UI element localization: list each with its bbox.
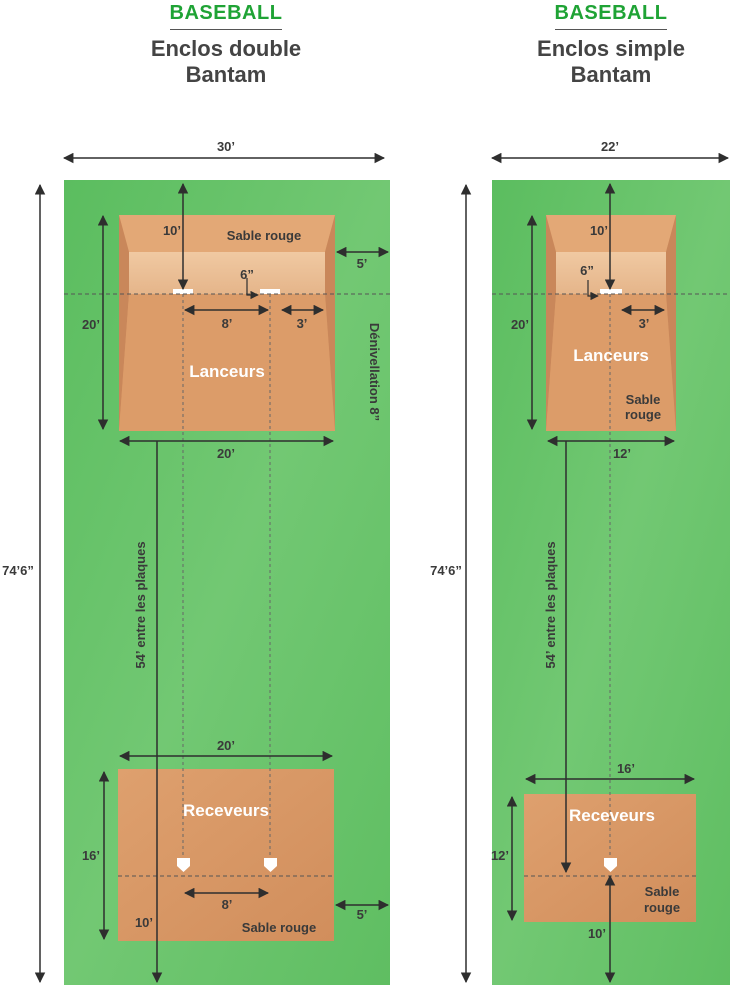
left-home-plate-2	[264, 858, 277, 872]
right-width-label: 22’	[601, 139, 619, 154]
left-catcher-side-label: 16’	[82, 848, 100, 863]
left-category: BASEBALL	[169, 2, 283, 30]
right-length-label: 74’6”	[430, 563, 462, 578]
right-pitcher-mound	[546, 215, 676, 431]
left-catcher-zone-label: Receveurs	[183, 801, 269, 820]
left-mound-left-bevel	[119, 215, 129, 431]
left-sand-label: Sable rouge	[227, 228, 301, 243]
right-mound-right-bevel	[666, 215, 676, 431]
right-home-plate	[604, 858, 617, 872]
right-10-label: 10’	[590, 223, 608, 238]
left-catcher-8-label: 8’	[222, 897, 233, 912]
right-category: BASEBALL	[554, 2, 668, 30]
right-header: BASEBALL Enclos simple Bantam	[506, 2, 716, 88]
left-pitcher-mound	[119, 215, 335, 431]
left-catcher-sand-label: Sable rouge	[242, 920, 316, 935]
right-54-label: 54’ entre les plaques	[543, 541, 558, 668]
right-catcher-width-label: 16’	[617, 761, 635, 776]
left-catcher-width-label: 20’	[217, 738, 235, 753]
right-pitcher-sand-2: rouge	[625, 407, 661, 422]
left-slope-label: Dénivellation 8”	[367, 323, 382, 421]
left-mound-plateau	[129, 252, 325, 294]
left-54-label: 54’ entre les plaques	[133, 541, 148, 668]
left-title-line2: Bantam	[185, 62, 267, 87]
right-6in-leader	[587, 280, 599, 301]
left-8-label: 8’	[222, 316, 233, 331]
right-rubber	[600, 289, 622, 294]
left-20-side-label: 20’	[82, 317, 100, 332]
left-catcher-area	[118, 769, 334, 941]
right-field: 22’ 74’6” 10’ 6” 3’ 20’ Lanceurs Sable r…	[430, 139, 730, 985]
right-20-side-label: 20’	[511, 317, 529, 332]
left-length-label: 74’6”	[2, 563, 34, 578]
left-width-label: 30’	[217, 139, 235, 154]
left-rubber-2	[260, 289, 280, 294]
right-title-line1: Enclos simple	[537, 36, 685, 61]
right-pitcher-zone-label: Lanceurs	[573, 346, 649, 365]
left-5-bottom-label: 5’	[357, 907, 368, 922]
left-rubber-1	[173, 289, 193, 294]
left-mound-top	[119, 215, 335, 252]
right-6in-label: 6”	[580, 263, 594, 278]
left-20-bottom-label: 20’	[217, 446, 235, 461]
left-5-top-label: 5’	[357, 256, 368, 271]
right-catcher-back-label: 10’	[588, 926, 606, 941]
right-12-bottom-label: 12’	[613, 446, 631, 461]
left-title-line1: Enclos double	[150, 36, 302, 61]
right-mound-left-bevel	[546, 215, 556, 431]
right-pitcher-sand-1: Sable	[626, 392, 661, 407]
right-3-label: 3’	[639, 316, 650, 331]
left-10-label: 10’	[163, 223, 181, 238]
left-pitcher-zone-label: Lanceurs	[189, 362, 265, 381]
right-catcher-sand-1: Sable	[645, 884, 680, 899]
right-catcher-zone-label: Receveurs	[569, 806, 655, 825]
left-home-plate-1	[177, 858, 190, 872]
left-mound-slope	[119, 294, 335, 431]
left-6in-leader	[246, 278, 259, 300]
right-title-line2: Bantam	[570, 62, 652, 87]
right-mound-slope	[546, 294, 676, 431]
right-catcher-sand-2: rouge	[644, 900, 680, 915]
left-6in-label: 6”	[240, 267, 254, 282]
left-field: 30’ 74’6” 10’ Sable rouge 6” 8’ 3’ 20’ L…	[2, 139, 390, 985]
right-mound-top	[546, 215, 676, 252]
left-catcher-back-label: 10’	[135, 915, 153, 930]
left-mound-right-bevel	[325, 215, 335, 431]
left-header: BASEBALL Enclos double Bantam	[121, 2, 331, 88]
left-3-label: 3’	[297, 316, 308, 331]
right-mound-plateau	[556, 252, 666, 294]
right-catcher-side-label: 12’	[491, 848, 509, 863]
